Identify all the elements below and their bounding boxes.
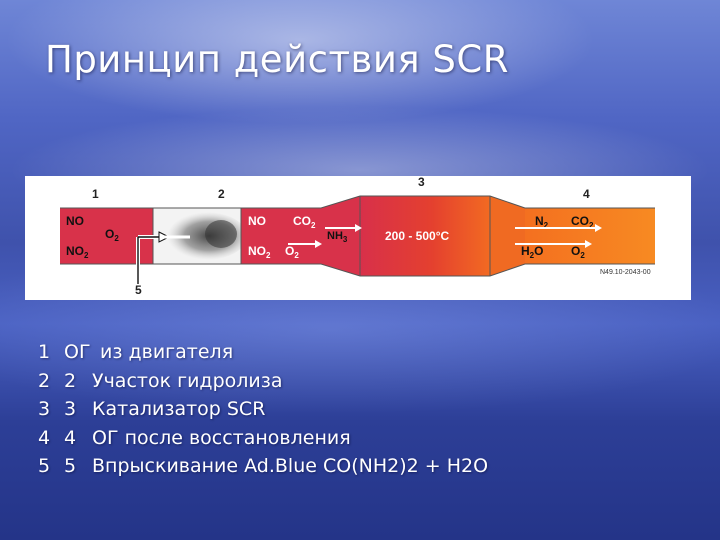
legend-number-2: 3 — [64, 398, 77, 420]
mix-o2: O2 — [285, 244, 299, 260]
inlet-cone — [321, 196, 360, 276]
legend-number: 5 — [38, 455, 51, 477]
inlet-no2: NO2 — [66, 244, 89, 260]
legend-text: ОГ после восстановления — [92, 426, 351, 449]
legend-number: 2 — [38, 369, 51, 392]
scr-catalyst — [360, 196, 490, 276]
scr-diagram-svg: 1 2 3 4 5 NO NO2 O — [60, 176, 655, 297]
legend-number: 1 — [38, 341, 51, 363]
section-label-3: 3 — [418, 176, 425, 189]
inlet-no: NO — [66, 214, 84, 228]
legend-item: 1 ОГ из двигателя — [38, 338, 488, 367]
legend-number-2: 2 — [64, 369, 77, 392]
legend-number-2: 5 — [64, 455, 77, 477]
mixing-pipe — [241, 208, 321, 264]
legend-text: Участок гидролиза — [92, 369, 283, 392]
slide-title: Принцип действия SCR — [45, 38, 509, 81]
section-label-5: 5 — [135, 283, 142, 297]
legend-number-2: ОГ — [64, 341, 91, 363]
outlet-pipe — [525, 208, 655, 264]
catalyst-temperature: 200 - 500°C — [385, 229, 450, 243]
mix-nh3: NH3 — [327, 230, 348, 244]
mix-no2: NO2 — [248, 244, 271, 260]
scr-diagram: 1 2 3 4 5 NO NO2 O — [25, 176, 691, 300]
legend-text: Катализатор SCR — [92, 398, 266, 420]
legend-number: 4 — [38, 426, 51, 449]
section-label-4: 4 — [583, 187, 590, 201]
figure-code: N49.10-2043-00 — [600, 269, 651, 276]
outlet-co2: CO2 — [571, 214, 594, 230]
outlet-o2: O2 — [571, 244, 585, 260]
mix-no: NO — [248, 214, 266, 228]
outlet-cone — [490, 196, 525, 276]
outlet-h2o: H2O — [521, 244, 543, 260]
mix-co2: CO2 — [293, 214, 316, 230]
outlet-n2: N2 — [535, 214, 549, 230]
injector-arrow — [158, 231, 171, 243]
legend-number: 3 — [38, 398, 51, 420]
legend-number-2: 4 — [64, 426, 77, 449]
section-label-1: 1 — [92, 187, 99, 201]
legend-text: Впрыскивание Ad.Blue CO(NH2)2 + H2O — [92, 455, 489, 477]
inlet-o2: O2 — [105, 227, 119, 243]
legend-text: из двигателя — [100, 341, 234, 363]
section-label-2: 2 — [218, 187, 225, 201]
